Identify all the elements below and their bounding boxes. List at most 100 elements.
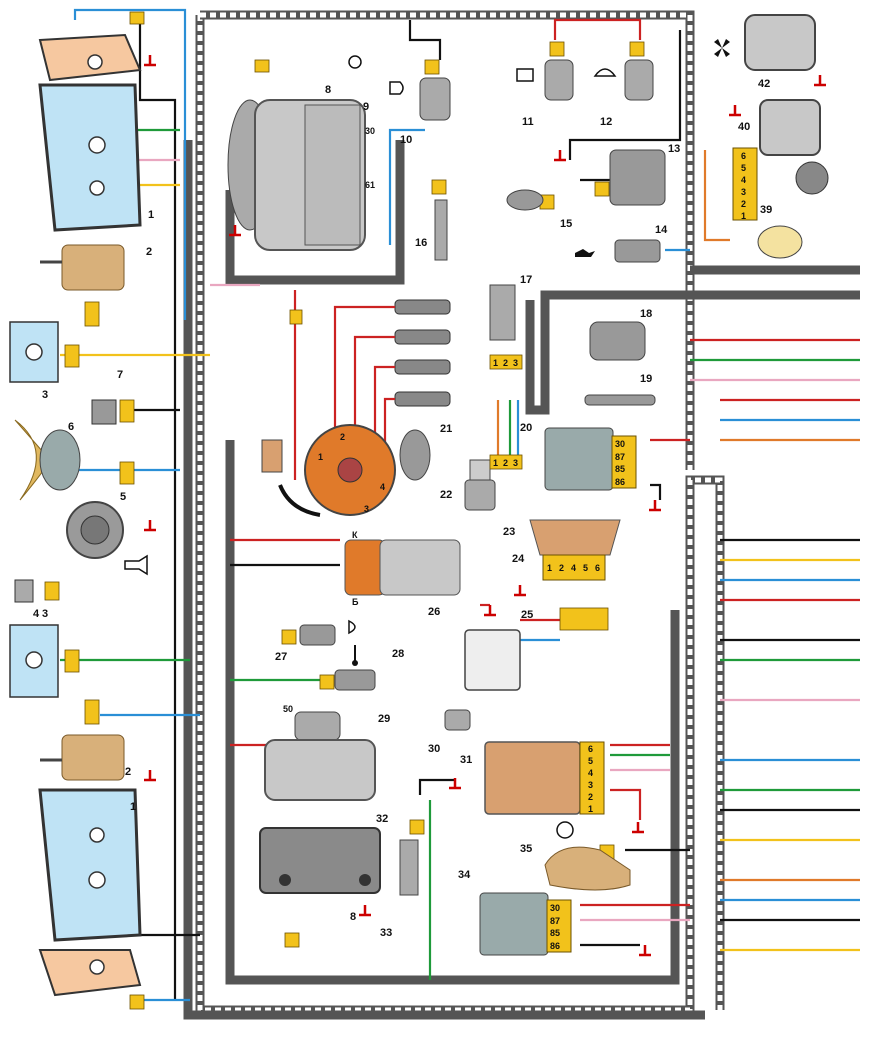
- label-2-top: 2: [146, 246, 152, 258]
- label-34: 34: [458, 869, 471, 881]
- spark-plugs: [333, 299, 451, 470]
- label-32: 32: [376, 813, 388, 825]
- label-17: 17: [520, 274, 532, 286]
- battery: [259, 827, 381, 894]
- relay-31: [484, 741, 605, 815]
- side-lamp-top: [9, 321, 59, 383]
- lamp-icon: [348, 55, 362, 69]
- sensor-17-pin-2: 2: [503, 358, 508, 368]
- sensor-17-pin-1: 1: [493, 358, 498, 368]
- wiper-motor-40: [732, 99, 829, 221]
- relay-31-pin-6: 6: [588, 744, 593, 754]
- switch-19: [584, 394, 656, 406]
- label-27: 27: [275, 651, 287, 663]
- sensor-18: [589, 321, 646, 361]
- motor-40-pin-1: 1: [741, 211, 746, 221]
- coil-terminal-k: К: [352, 530, 358, 540]
- label-1-bottom: 1: [130, 801, 136, 813]
- low-beam-icon: [348, 619, 356, 635]
- alternator-terminal-61: 61: [365, 180, 375, 190]
- repeated-labels: 1 2 3 8: [42, 608, 356, 923]
- reservoir-35: [544, 846, 631, 891]
- module-24-pin-1: 1: [547, 563, 552, 573]
- wiper-icon: [593, 68, 617, 77]
- relay-31-pins: 6 5 4 3 2 1: [588, 744, 593, 814]
- distributor-lead-1: 1: [318, 452, 323, 462]
- relay-31-pin-4: 4: [588, 768, 593, 778]
- plug-connector-left: [261, 439, 283, 473]
- alternator: [227, 99, 366, 251]
- label-33: 33: [380, 927, 392, 939]
- switch-27: [299, 624, 336, 646]
- label-7: 7: [117, 369, 123, 381]
- motor-40-pin-4: 4: [741, 175, 746, 185]
- label-35: 35: [520, 843, 532, 855]
- sensor-23-pin-1: 1: [493, 458, 498, 468]
- label-16: 16: [415, 237, 427, 249]
- headlamp-bottom: [38, 788, 142, 997]
- relay-20-pin-85: 85: [615, 464, 625, 474]
- relay-20-pin-86: 86: [615, 477, 625, 487]
- sensor-16: [434, 199, 448, 261]
- label-14: 14: [655, 224, 668, 236]
- ground-markers: [144, 55, 826, 957]
- sensor-4: [14, 579, 34, 603]
- motor-40-pins: 6 5 4 3 2 1: [741, 151, 746, 221]
- distributor: [278, 424, 431, 517]
- relay-10: [419, 77, 451, 121]
- sensor-30: [444, 709, 471, 731]
- corrector-motor-top: [40, 244, 125, 291]
- module-24-pins: 1 2 4 5 6: [547, 563, 600, 573]
- sensor-23-pin-3: 3: [513, 458, 518, 468]
- module-24: [529, 519, 621, 581]
- sensor-14: [614, 239, 661, 263]
- label-30-sensor: 30: [428, 743, 440, 755]
- horn: [66, 501, 124, 559]
- module-24-pin-5: 5: [583, 563, 588, 573]
- label-25: 25: [521, 609, 533, 621]
- relay-20: [544, 427, 637, 491]
- relay-20-pin-87: 87: [615, 452, 625, 462]
- relay-31-pin-2: 2: [588, 792, 593, 802]
- relay-20-pin-30: 30: [615, 439, 625, 449]
- label-3-top: 3: [42, 389, 48, 401]
- label-18: 18: [640, 308, 652, 320]
- sensor-33: [399, 839, 419, 896]
- relay-13: [609, 149, 666, 206]
- headlamp-top: [38, 33, 142, 232]
- label-39: 39: [760, 204, 772, 216]
- label-40: 40: [738, 121, 750, 133]
- main-harness: [183, 10, 860, 1020]
- sensor-17-pin-3: 3: [513, 358, 518, 368]
- thermometer-icon: [352, 645, 358, 666]
- label-8-bottom: 8: [350, 911, 356, 923]
- corrector-motor-bottom: [40, 734, 125, 781]
- label-11: 11: [522, 116, 534, 128]
- label-6: 6: [68, 421, 74, 433]
- label-29: 29: [378, 713, 390, 725]
- sensor-15: [506, 189, 544, 211]
- label-9: 9: [363, 101, 369, 113]
- label-22: 22: [440, 489, 452, 501]
- label-31: 31: [460, 754, 472, 766]
- motor-40-pin-6: 6: [741, 151, 746, 161]
- sensor-28: [334, 669, 376, 691]
- label-20: 20: [520, 422, 532, 434]
- relay-34: [479, 892, 572, 956]
- module-24-pin-4: 4: [571, 563, 576, 573]
- washer-icon: [516, 68, 534, 82]
- label-28: 28: [392, 648, 404, 660]
- label-4: 4: [33, 608, 40, 620]
- label-3-bottom: 3: [42, 608, 48, 620]
- label-19: 19: [640, 373, 652, 385]
- headlamp-icon: [389, 81, 404, 95]
- starter-terminal-50: 50: [283, 704, 293, 714]
- relay-34-pin-85: 85: [550, 928, 560, 938]
- distributor-lead-2: 2: [340, 432, 345, 442]
- motor-42: [744, 14, 816, 71]
- solenoid-11: [544, 59, 574, 101]
- relay-34-pin-30: 30: [550, 903, 560, 913]
- oil-can-icon: [575, 249, 595, 257]
